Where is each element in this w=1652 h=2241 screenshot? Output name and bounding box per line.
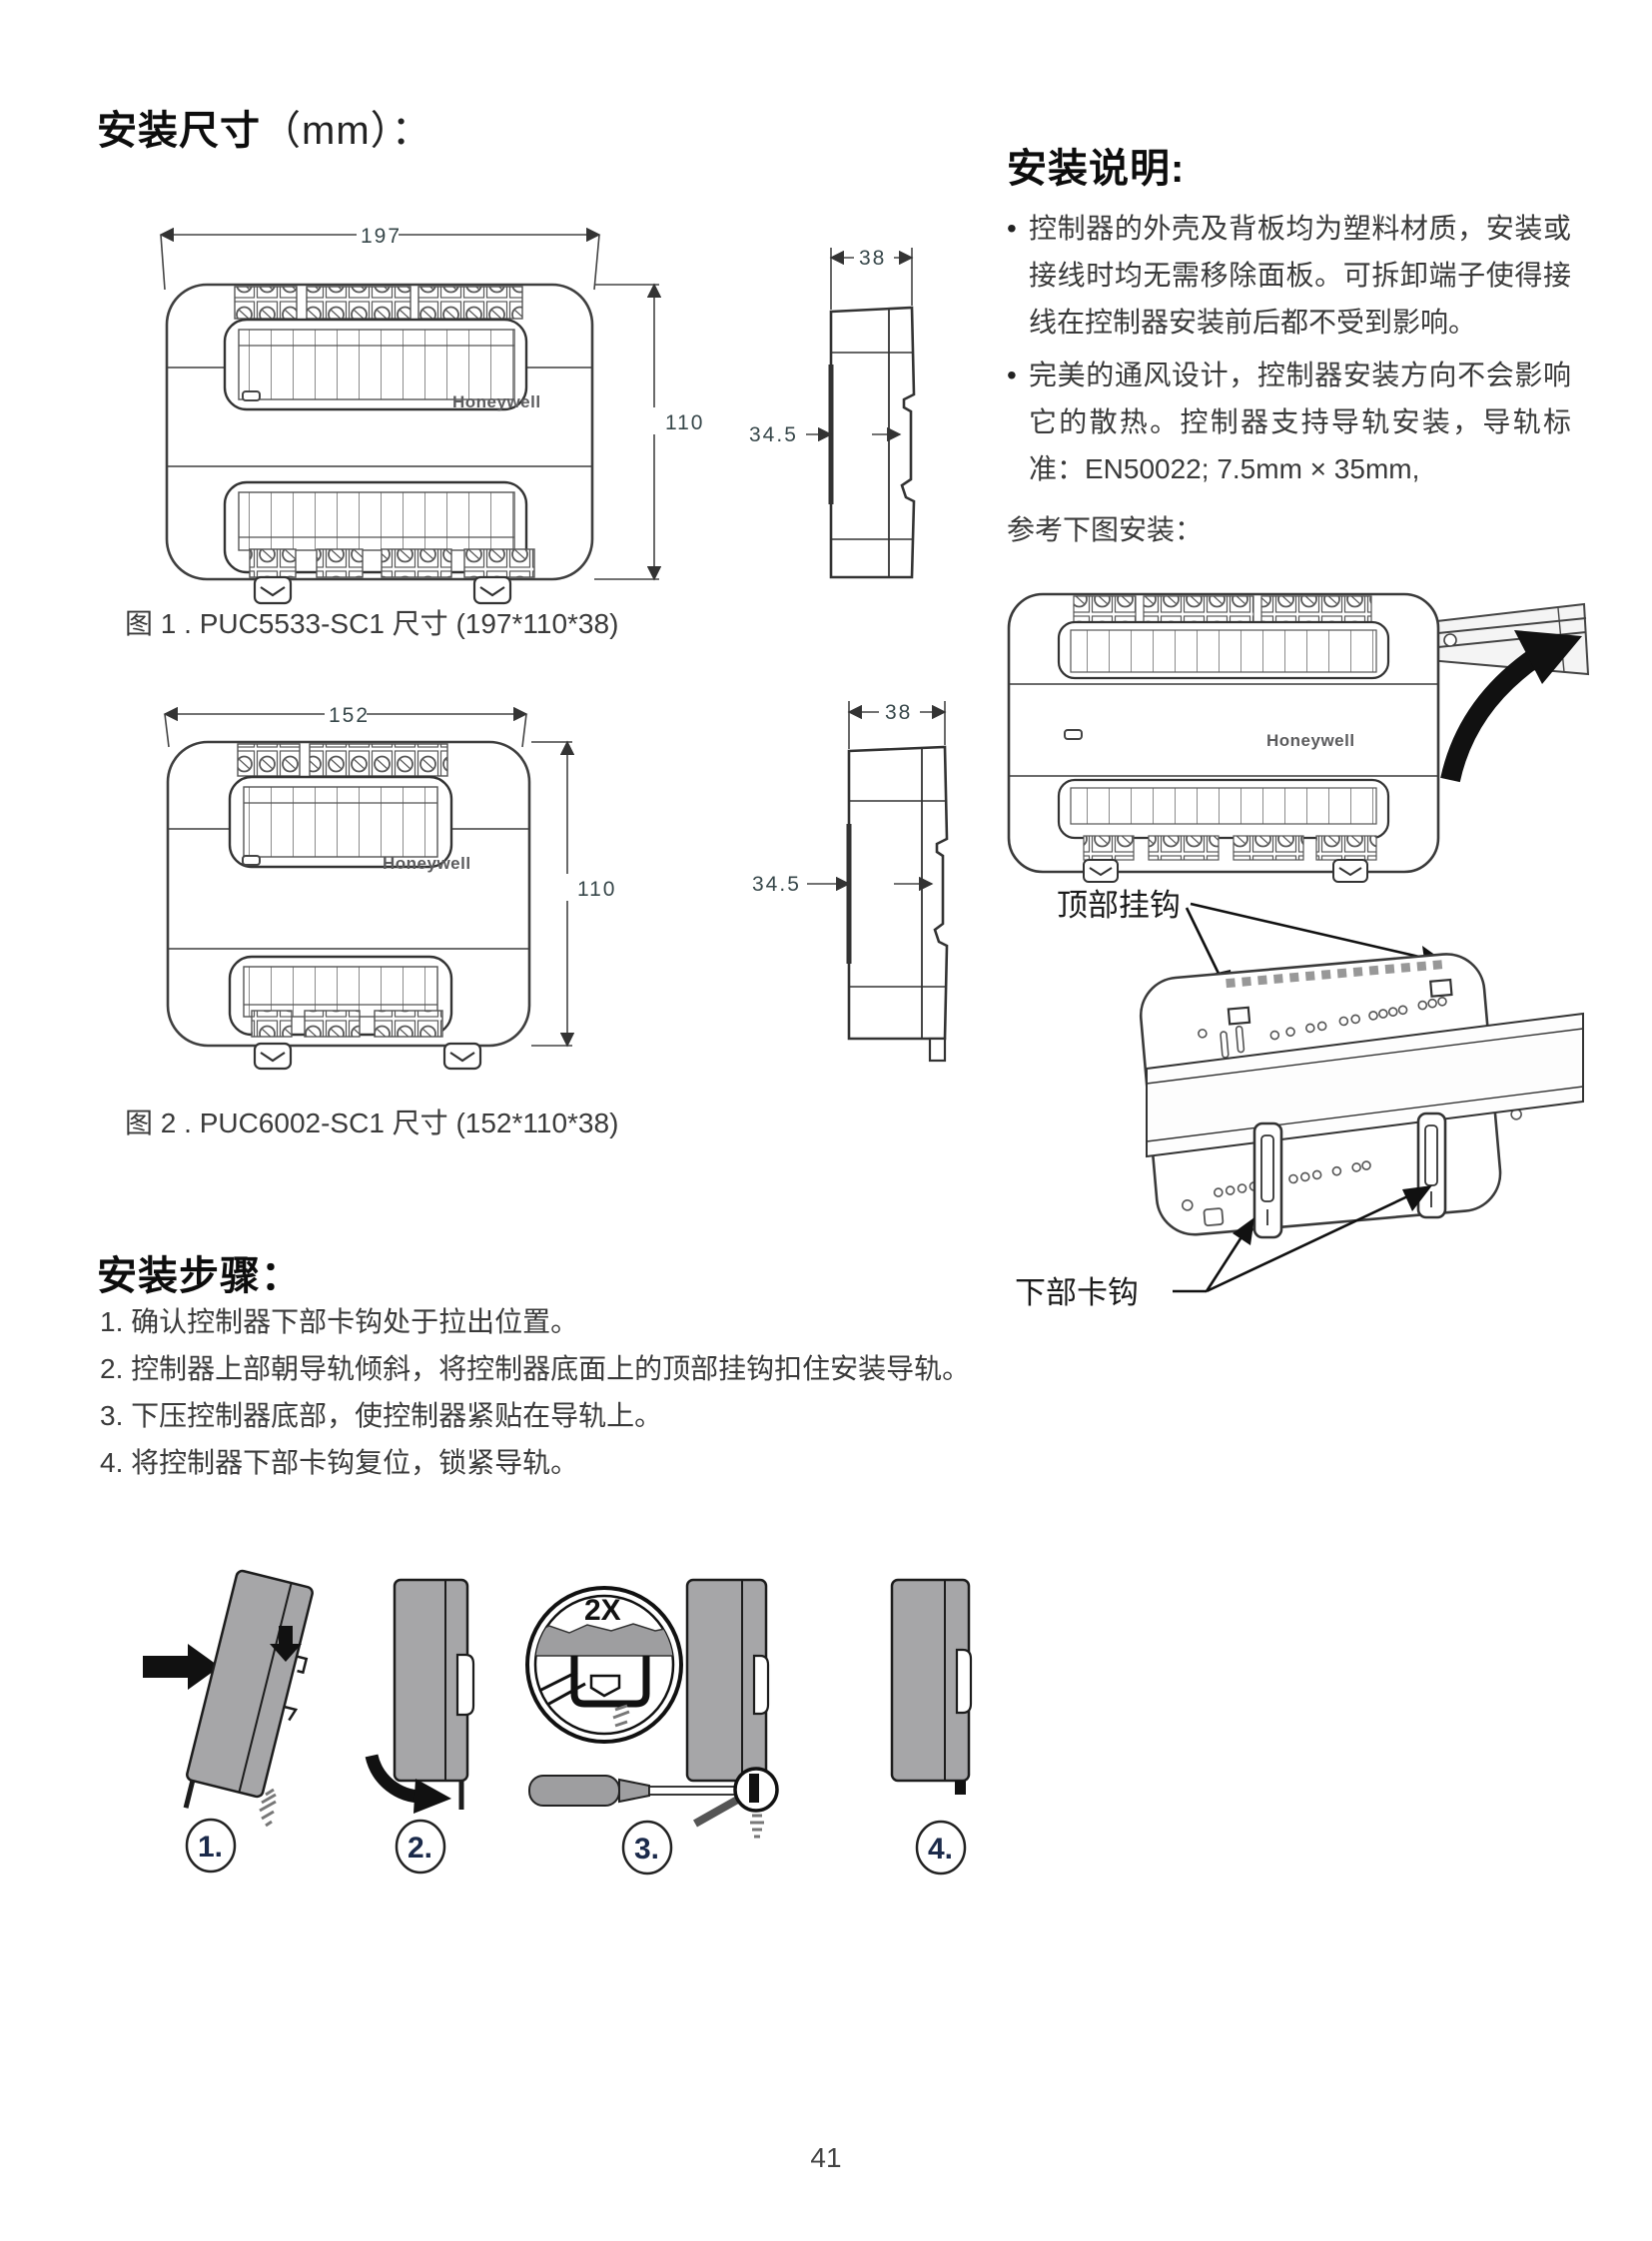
section-title-steps: 安装步骤： (97, 1254, 302, 1298)
section-title-notes: 安装说明: (1007, 147, 1186, 191)
step1-badge-label: 1. (198, 1831, 223, 1864)
step2-badge (395, 1819, 446, 1874)
hooks-illustration: 顶部挂钩 (1015, 888, 1584, 1310)
fig1-dim-110 (594, 283, 662, 581)
step4-illustration: 4. (890, 1578, 973, 1875)
fig1-side-view (828, 306, 916, 579)
figure2-drawing: 152 Honeywell (163, 701, 949, 1071)
note-text: 控制器的外壳及背板均为塑料材质，安装或接线时均无需移除面板。可拆卸端子使得接线在… (1029, 213, 1571, 338)
install-step-3: 3. 下压控制器底部，使控制器紧贴在导轨上。 (100, 1400, 663, 1431)
bottom-hook-arrows (1173, 1185, 1432, 1293)
detail-magnifier: 2X (525, 1586, 683, 1744)
fig2-dim-152 (163, 706, 528, 748)
figure2-caption: 图 2 . PUC6002-SC1 尺寸 (152*110*38) (125, 1108, 619, 1138)
step4-badge (915, 1820, 967, 1875)
fig2-side-view (846, 745, 949, 1063)
fig2-height-dim: 110 (577, 878, 616, 901)
install-step-4: 4. 将控制器下部卡钩复位，锁紧导轨。 (100, 1447, 579, 1478)
din-rail (1146, 1012, 1584, 1158)
magnifier-label: 2X (584, 1594, 621, 1627)
screwdriver-icon (528, 1775, 743, 1828)
install-notes: • 控制器的外壳及背板均为塑料材质，安装或接线时均无需移除面板。可拆卸端子使得接… (1007, 205, 1571, 553)
bottom-clips (1252, 1112, 1447, 1239)
fig2-width-dim: 152 (329, 704, 370, 727)
fig2-brand-logo: Honeywell (383, 854, 471, 873)
screw-icon (750, 1814, 764, 1839)
install-steps-list: 1. 确认控制器下部卡钩处于拉出位置。 2. 控制器上部朝导轨倾斜，将控制器底面… (100, 1298, 970, 1486)
controller-front: Honeywell (1007, 592, 1440, 883)
fig2-dim-110 (531, 740, 575, 1048)
fig1-rail-dim: 34.5 (749, 423, 798, 446)
page-number: 41 (810, 2142, 842, 2173)
fig1-dim-197 (159, 227, 601, 291)
bullet-icon: • (1007, 360, 1017, 390)
step1-illustration: 1. (143, 1569, 314, 1873)
vent-holes-bottom (1214, 1160, 1371, 1197)
rail-mount-illustration: Honeywell (1007, 592, 1590, 883)
step3-badge (621, 1820, 673, 1875)
fig1-depth-dim: 38 (859, 247, 886, 270)
down-arrow-icon (270, 1626, 302, 1662)
step1-badge (185, 1818, 237, 1873)
slide-arrow-icon (1440, 630, 1582, 783)
rail-latch (752, 1654, 770, 1716)
bullet-icon: • (1007, 213, 1017, 244)
bottom-hook-label: 下部卡钩 (1015, 1275, 1139, 1310)
note-item: • 完美的通风设计，控制器安装方向不会影响它的散热。控制器支持导轨安装，导轨标准… (1007, 352, 1571, 492)
fig1-height-dim: 110 (665, 411, 704, 434)
section-title-dimensions: 安装尺寸（mm）： (97, 109, 432, 153)
fig1-dim-38 (829, 248, 914, 310)
push-arrow-icon (143, 1644, 220, 1690)
fig2-front-view: Honeywell (166, 740, 531, 1071)
step4-badge-label: 4. (928, 1833, 953, 1866)
top-hook-label: 顶部挂钩 (1057, 888, 1181, 923)
illustration-brand-logo: Honeywell (1266, 731, 1355, 750)
note-item: • 控制器的外壳及背板均为塑料材质，安装或接线时均无需移除面板。可拆卸端子使得接… (1007, 205, 1571, 346)
install-step-1: 1. 确认控制器下部卡钩处于拉出位置。 (100, 1306, 579, 1337)
figure1-caption: 图 1 . PUC5533-SC1 尺寸 (197*110*38) (125, 608, 619, 639)
fig2-depth-dim: 38 (885, 701, 912, 724)
fig1-brand-logo: Honeywell (452, 392, 541, 411)
fig2-dim-38 (847, 701, 947, 749)
fig1-width-dim: 197 (361, 225, 402, 248)
note-text: 完美的通风设计，控制器安装方向不会影响它的散热。控制器支持导轨安装，导轨标准：E… (1029, 360, 1571, 484)
rail-latch (955, 1648, 973, 1715)
step2-badge-label: 2. (408, 1832, 432, 1865)
install-step-2: 2. 控制器上部朝导轨倾斜，将控制器底面上的顶部挂钩扣住安装导轨。 (100, 1353, 971, 1384)
refer-text: 参考下图安装： (1007, 514, 1204, 545)
figure1-drawing: 197 Honeywell (159, 225, 916, 605)
rotate-arrowhead-icon (413, 1779, 451, 1814)
installation-steps-illustration: 1. 2. 2X (143, 1569, 973, 1875)
screw-icon (259, 1788, 277, 1828)
fig2-rail-dim: 34.5 (752, 873, 801, 896)
fig1-front-view: Honeywell (165, 283, 594, 605)
step2-illustration: 2. (365, 1578, 475, 1874)
step3-illustration: 3. (621, 1578, 779, 1875)
vent-holes-top (1269, 997, 1447, 1041)
step3-badge-label: 3. (634, 1833, 659, 1866)
rail-latch (455, 1653, 475, 1717)
